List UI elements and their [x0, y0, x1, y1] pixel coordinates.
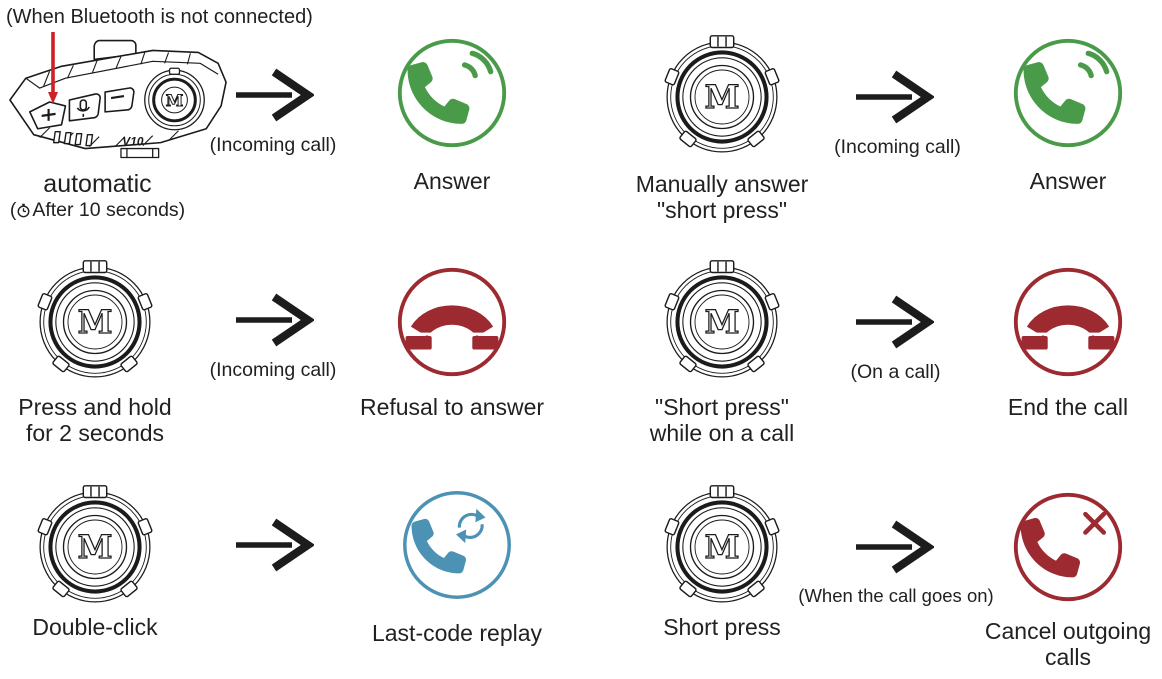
redial-phone-icon — [403, 491, 511, 599]
result-label: Cancel outgoing calls — [984, 618, 1152, 670]
hang-up-icon-slot — [394, 264, 510, 380]
answer-phone-icon — [1013, 38, 1123, 148]
result-label: Answer — [1029, 168, 1107, 194]
flow-arrow — [854, 69, 934, 125]
arrow-right-icon — [856, 70, 934, 124]
m-button-icon: M — [664, 260, 780, 378]
m-logo: M — [78, 304, 113, 341]
device-m-logo: M — [166, 91, 184, 110]
arrow-caption: (Incoming call) — [209, 134, 337, 156]
model-label: V10 — [122, 135, 144, 149]
hang-up-phone-icon — [397, 267, 507, 377]
m-logo: M — [705, 304, 740, 341]
m-logo: M — [78, 529, 113, 566]
flow-arrow — [854, 519, 934, 575]
result-label: Answer — [413, 168, 491, 194]
arrow-caption: (When the call goes on) — [798, 585, 994, 606]
m-button-slot: M — [659, 34, 785, 160]
arrow-right-icon — [856, 520, 934, 574]
result-label: End the call — [1007, 394, 1129, 420]
arrow-right-icon — [236, 518, 314, 572]
arrow-caption: (On a call) — [850, 361, 941, 383]
arrow-right-icon — [236, 68, 314, 122]
m-logo: M — [705, 79, 740, 116]
arrow-right-icon — [236, 293, 314, 347]
m-button-slot: M — [32, 484, 158, 610]
m-button-icon: M — [37, 485, 153, 603]
trigger-label: Short press — [663, 614, 781, 640]
arrow-right-icon — [856, 295, 934, 349]
m-button-icon: M — [664, 35, 780, 153]
m-button-icon: M — [37, 260, 153, 378]
redial-icon-slot — [399, 487, 515, 603]
answer-icon-slot — [1010, 35, 1126, 151]
result-label: Last-code replay — [371, 620, 543, 646]
bluetooth-note: (When Bluetooth is not connected) — [6, 6, 313, 28]
mic-icon — [76, 99, 90, 117]
timer-icon — [17, 203, 30, 218]
m-button-slot: M — [659, 259, 785, 385]
m-button-slot: M — [659, 484, 785, 610]
answer-icon-slot — [394, 35, 510, 151]
hang-up-phone-icon — [1013, 267, 1123, 377]
result-label: Refusal to answer — [359, 394, 545, 420]
pointer-arrow-icon — [48, 32, 58, 104]
m-logo: M — [705, 529, 740, 566]
flow-arrow — [234, 292, 314, 348]
flow-arrow — [234, 67, 314, 123]
hang-up-icon-slot — [1010, 264, 1126, 380]
flow-arrow — [854, 294, 934, 350]
trigger-label: automatic (After 10 seconds) — [9, 170, 186, 222]
answer-phone-icon — [397, 38, 507, 148]
cancel-call-icon — [1013, 492, 1123, 602]
m-button-slot: M — [32, 259, 158, 385]
trigger-label: Double-click — [32, 614, 158, 640]
arrow-caption: (Incoming call) — [209, 359, 337, 381]
trigger-label: Press and hold for 2 seconds — [18, 394, 172, 446]
arrow-caption: (Incoming call) — [834, 136, 961, 158]
m-button-icon: M — [664, 485, 780, 603]
trigger-label: Manually answer "short press" — [635, 171, 809, 223]
cancel-call-icon-slot — [1010, 489, 1126, 605]
trigger-label: "Short press" while on a call — [649, 394, 795, 446]
flow-arrow — [234, 517, 314, 573]
headset-device-illustration: M V10 — [9, 39, 227, 159]
